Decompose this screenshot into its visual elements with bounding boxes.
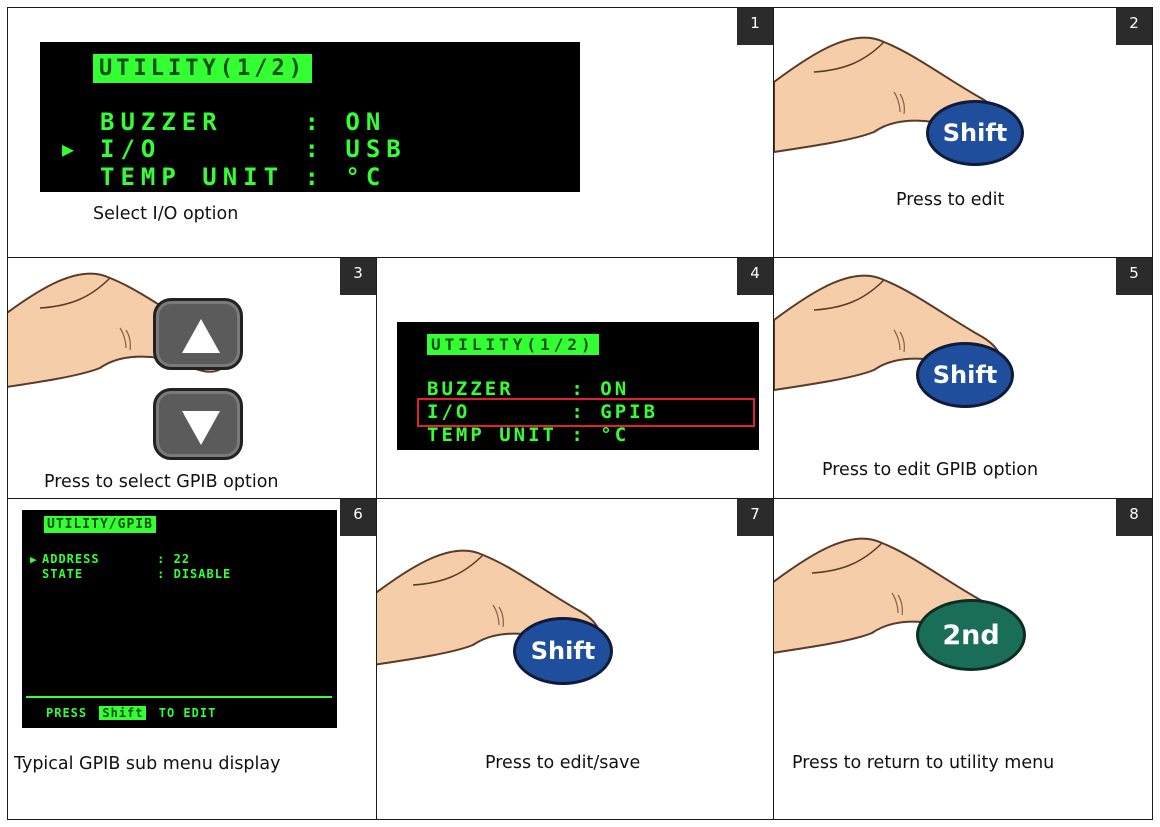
step-8-panel: 8 2nd Press to return to utility menu [773,498,1153,820]
step-2-panel: 2 Shift Press to edit [773,7,1153,258]
lcd-cursor: ▶ [30,553,37,566]
step-caption: Press to edit [896,190,1005,210]
lcd-footer: PRESS Shift TO EDIT [46,706,216,720]
highlight-box [417,398,755,427]
lcd-row-temp: TEMP UNIT : °C [100,163,387,191]
lcd-title: UTILITY(1/2) [427,334,599,355]
lcd-footer-press: PRESS [46,706,88,720]
lcd-row-state: STATE : DISABLE [42,567,232,581]
step-number-badge: 7 [737,499,773,536]
step-number-badge: 3 [340,258,376,295]
lcd-display: UTILITY(1/2) BUZZER : ON ▶ I/O : USB TEM… [40,42,580,192]
step-number-badge: 2 [1116,8,1152,45]
step-number-badge: 4 [737,258,773,295]
lcd-footer-rule [26,696,332,698]
second-button[interactable]: 2nd [916,599,1026,671]
step-5-panel: 5 Shift Press to edit GPIB option [773,257,1153,499]
lcd-title: UTILITY/GPIB [44,516,156,533]
step-3-panel: 3 Press to select GPIB option [7,257,377,499]
shift-button[interactable]: Shift [916,342,1014,408]
lcd-cursor: ▶ [62,137,81,161]
step-1-panel: 1 UTILITY(1/2) BUZZER : ON ▶ I/O : USB T… [7,7,774,258]
step-caption: Press to edit/save [485,753,641,773]
step-7-panel: 7 Shift Press to edit/save [376,498,774,820]
lcd-display: UTILITY/GPIB ▶ ADDRESS : 22 STATE : DISA… [22,510,337,728]
up-arrow-key[interactable] [153,298,243,370]
step-caption: Press to select GPIB option [44,472,279,492]
shift-button[interactable]: Shift [513,617,613,685]
step-number-badge: 5 [1116,258,1152,295]
lcd-row-temp: TEMP UNIT : °C [427,424,630,446]
lcd-row-io: I/O : GPIB [427,401,659,423]
lcd-footer-key: Shift [99,706,147,720]
step-caption: Press to return to utility menu [792,753,1055,773]
down-arrow-icon [182,411,220,445]
down-arrow-key[interactable] [153,388,243,460]
lcd-display: UTILITY(1/2) BUZZER : ON I/O : GPIB TEMP… [397,322,759,450]
step-number-badge: 6 [340,499,376,536]
lcd-row-address: ADDRESS : 22 [42,552,191,566]
lcd-row-io: I/O : USB [100,135,407,163]
step-caption: Typical GPIB sub menu display [14,754,281,774]
lcd-footer-edit: TO EDIT [158,706,217,720]
step-number-badge: 1 [737,8,773,45]
step-caption: Press to edit GPIB option [822,460,1039,480]
lcd-row-buzzer: BUZZER : ON [427,378,630,400]
step-6-panel: 6 UTILITY/GPIB ▶ ADDRESS : 22 STATE : DI… [7,498,377,820]
up-arrow-icon [182,319,220,353]
lcd-row-buzzer: BUZZER : ON [100,108,387,136]
step-caption: Select I/O option [93,204,239,224]
step-4-panel: 4 UTILITY(1/2) BUZZER : ON I/O : GPIB TE… [376,257,774,499]
step-number-badge: 8 [1116,499,1152,536]
shift-button[interactable]: Shift [926,100,1024,166]
lcd-title: UTILITY(1/2) [93,54,312,83]
